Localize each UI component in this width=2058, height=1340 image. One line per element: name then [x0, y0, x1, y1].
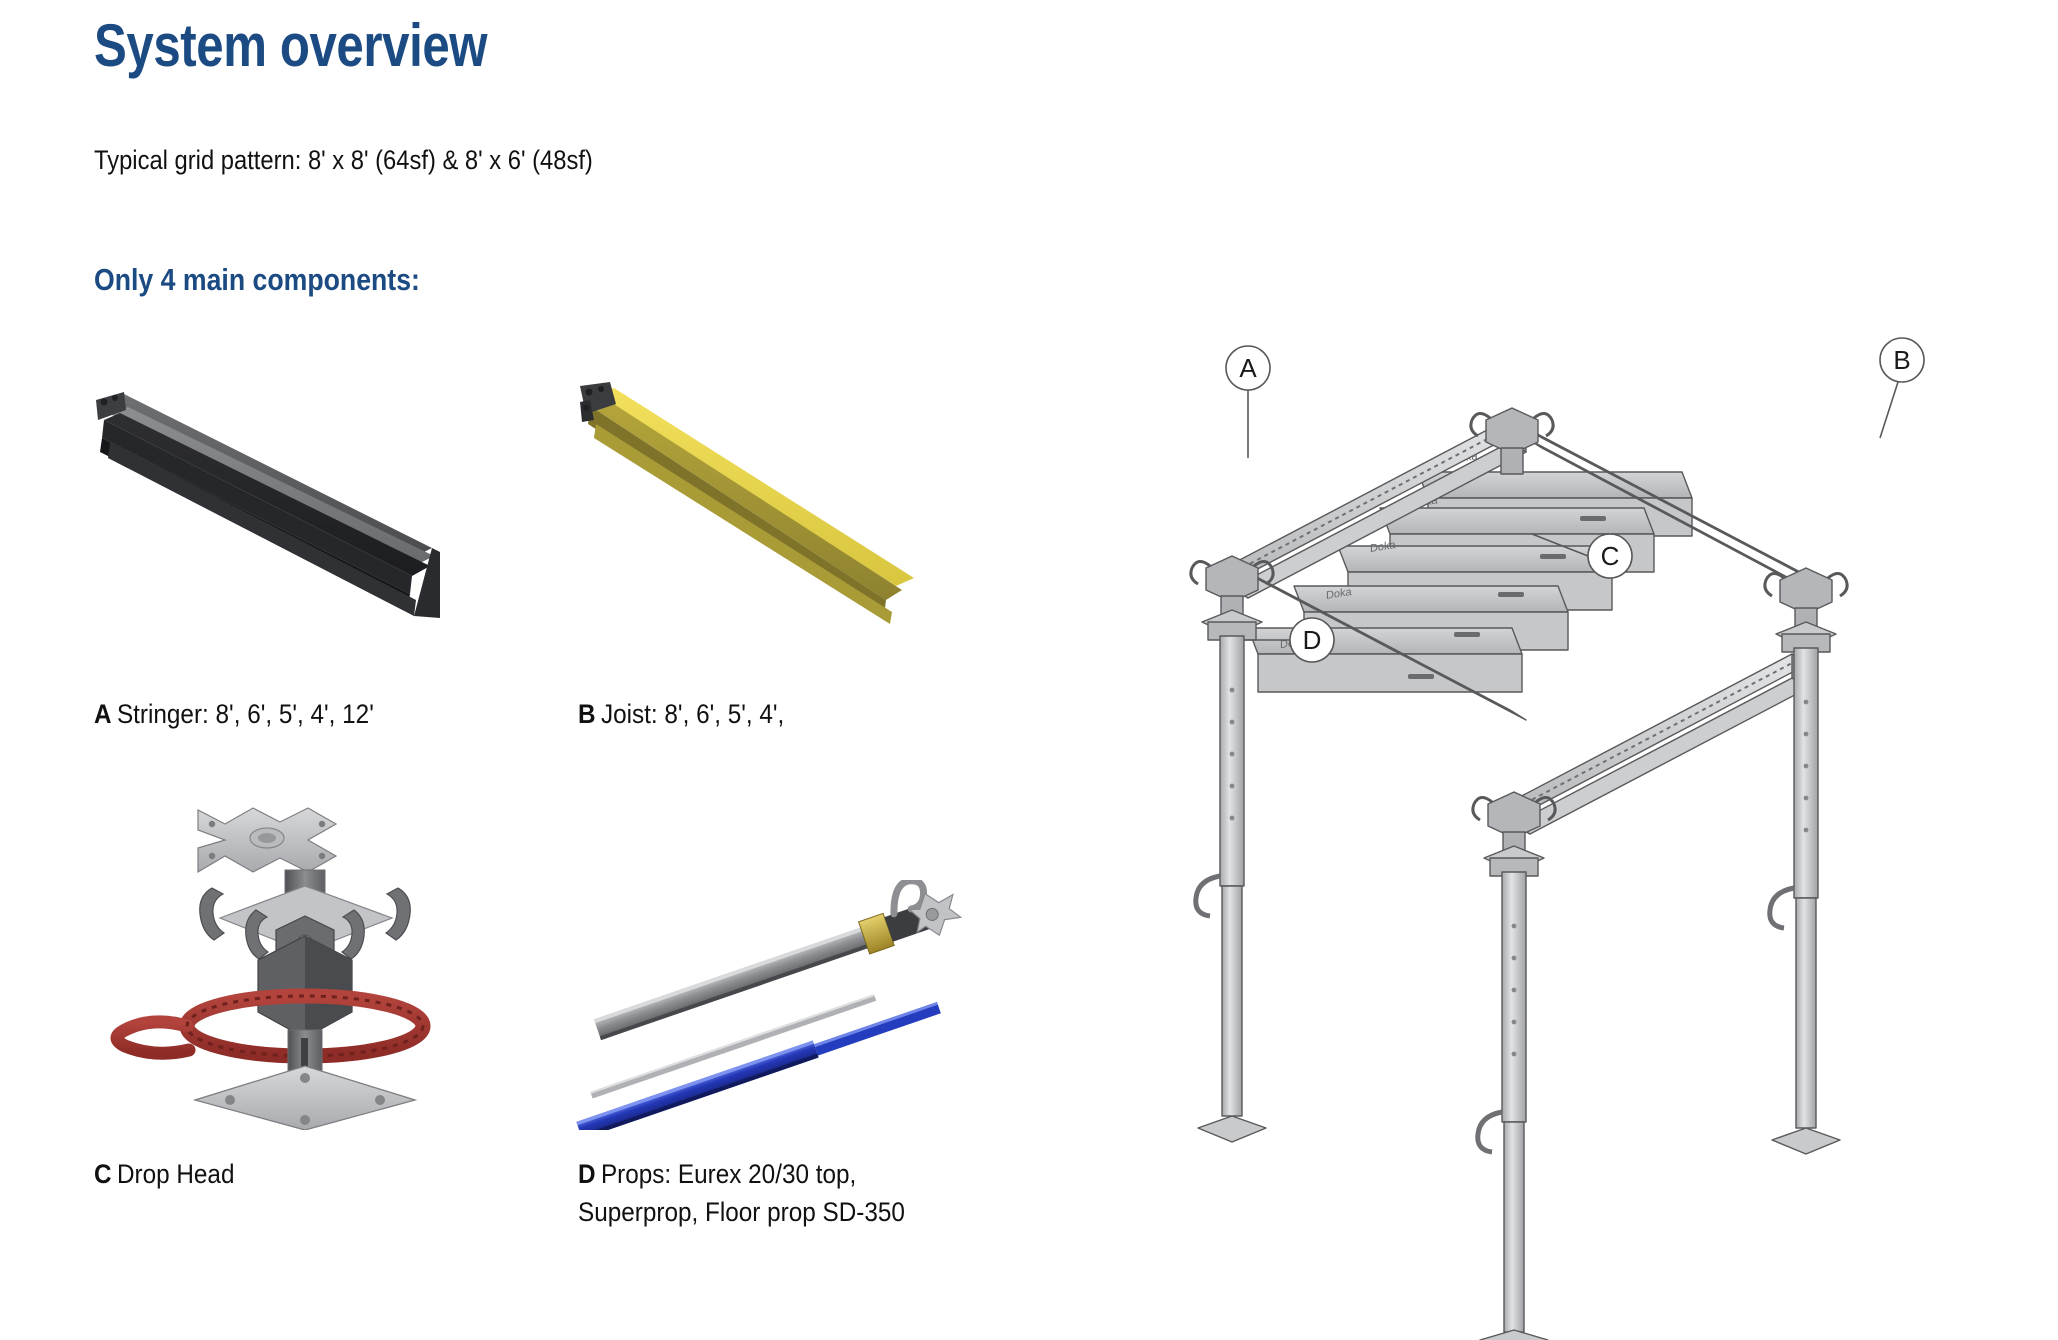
drop-head-illustration: [110, 807, 431, 1130]
callout-d-label: D: [1303, 625, 1322, 655]
callout-a-label: A: [1239, 353, 1257, 383]
component-d-props: [570, 880, 990, 1130]
component-a-stringer: [80, 380, 540, 700]
prop-right: [1767, 647, 1841, 1155]
callout-b-label: B: [1893, 345, 1910, 375]
text-column: System overview Typical grid pattern: 8'…: [80, 12, 990, 1232]
callout-a: A: [1225, 345, 1271, 458]
callout-c: C: [1531, 533, 1633, 579]
drop-heads: [1189, 407, 1849, 877]
prop-middle: [1475, 871, 1549, 1340]
brand-mark-3: Doka: [1370, 539, 1396, 555]
joist-beam-illustration: [580, 382, 914, 624]
caption-c-text: Drop Head: [116, 1159, 235, 1189]
caption-d-key: D: [578, 1159, 596, 1189]
props: [1193, 635, 1841, 1340]
callout-d: D: [1244, 617, 1335, 663]
component-c-drop-head: [80, 790, 540, 1130]
callout-b: B: [1879, 337, 1925, 439]
caption-b-text: Joist: 8', 6', 5', 4',: [600, 699, 785, 729]
component-b-joist: [570, 380, 990, 700]
caption-d-text: Props: Eurex 20/30 top, Superprop, Floor…: [578, 1159, 905, 1228]
page-title: System overview: [94, 12, 488, 79]
caption-a-text: Stringer: 8', 6', 5', 4', 12': [116, 699, 374, 729]
assembly-illustration: Doka Doka Doka Doka Doka: [1189, 337, 1925, 1340]
prop-left: [1193, 635, 1267, 1143]
callout-c-label: C: [1601, 541, 1620, 571]
callouts: A B C D: [1225, 337, 1925, 663]
brand-mark-4: Doka: [1326, 586, 1352, 602]
caption-c-key: C: [94, 1159, 112, 1189]
props-illustration: [576, 880, 963, 1130]
caption-b-key: B: [578, 699, 596, 729]
section-heading: Only 4 main components:: [94, 262, 420, 297]
caption-a-key: A: [94, 699, 112, 729]
grid-pattern-subtitle: Typical grid pattern: 8' x 8' (64sf) & 8…: [94, 145, 593, 175]
stringer-beam-illustration: [96, 392, 440, 618]
